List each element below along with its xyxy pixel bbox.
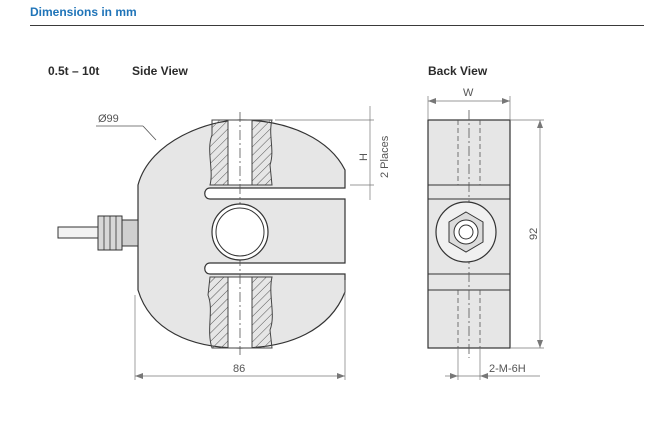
center-hole-inner xyxy=(215,207,265,257)
side-view-drawing: Ø99 H 2 Places 86 xyxy=(57,106,391,380)
dim86-arrow-right xyxy=(337,373,345,379)
w-arrow-right xyxy=(502,98,510,104)
side-view-range-label: 0.5t – 10t xyxy=(48,64,100,78)
gland-nut xyxy=(121,219,139,247)
side-view-title: Side View xyxy=(132,64,188,78)
dim86-arrow-left xyxy=(135,373,143,379)
cable xyxy=(57,226,101,239)
height-92-label: 92 xyxy=(528,228,540,240)
diameter-leader-arrow xyxy=(142,125,157,141)
diameter-label: Ø99 xyxy=(98,113,119,125)
height-label: H xyxy=(358,153,370,161)
back-view-title: Back View xyxy=(428,64,488,78)
thread-arrow-left xyxy=(450,373,458,379)
dim92-arrow-bottom xyxy=(537,340,543,348)
back-cable-end xyxy=(458,224,474,240)
thread-label: 2-M-6H xyxy=(489,363,526,375)
width-w-label: W xyxy=(463,87,474,99)
dim92-arrow-top xyxy=(537,120,543,128)
back-view-drawing: W 92 2-M-6H xyxy=(427,87,544,380)
w-arrow-left xyxy=(428,98,436,104)
thread-arrow-right xyxy=(480,373,488,379)
section-header: Dimensions in mm xyxy=(30,5,137,19)
center-hole-outer xyxy=(211,203,269,261)
width-86-label: 86 xyxy=(233,363,245,375)
header-divider xyxy=(30,25,644,26)
places-label: 2 Places xyxy=(379,135,391,178)
